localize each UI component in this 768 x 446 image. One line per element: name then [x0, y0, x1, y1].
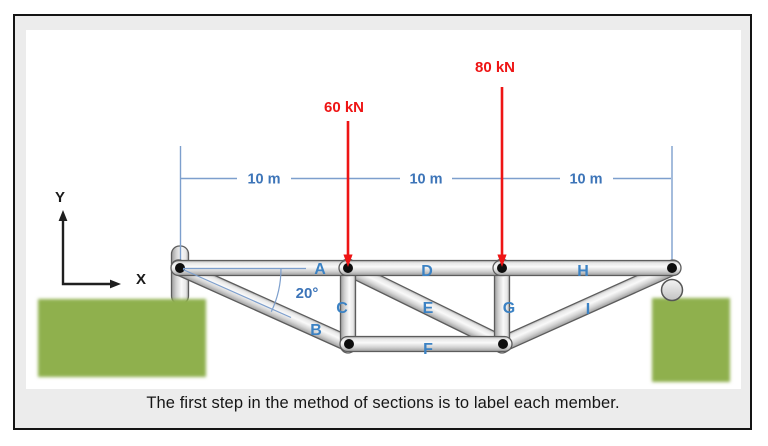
dimension-lines: [179, 146, 673, 263]
dimension-label-2: 10 m: [409, 172, 442, 188]
angle-arc: [270, 268, 282, 312]
member-label-D: D: [421, 263, 433, 280]
pin-joint-4: [667, 263, 677, 273]
member-F-bar: [339, 335, 513, 353]
figure-caption: The first step in the method of sections…: [146, 394, 620, 412]
member-label-F: F: [423, 341, 433, 358]
pin-joint-5: [344, 339, 354, 349]
member-label-G: G: [503, 300, 515, 317]
member-labels: A B C D E F G H I: [310, 261, 590, 358]
dimension-label-3: 10 m: [569, 172, 602, 188]
member-label-A: A: [314, 261, 326, 278]
pin-joint-2: [343, 263, 353, 273]
angle-label: 20°: [296, 285, 319, 302]
roller-support: [660, 278, 684, 302]
member-label-H: H: [577, 263, 589, 280]
arrowhead-60kN: [343, 254, 353, 267]
dimension-label-1: 10 m: [247, 172, 280, 188]
pin-joint-6: [498, 339, 508, 349]
member-H-bar: [492, 259, 682, 277]
pin-joint-3: [497, 263, 507, 273]
y-axis-arrowhead: [58, 210, 68, 221]
y-axis-label: Y: [55, 189, 65, 206]
angle-annotation: [182, 267, 306, 319]
arrowhead-80kN: [497, 254, 507, 267]
load-label-80kN: 80 kN: [475, 59, 515, 76]
angle-reference-diagonal: [182, 268, 292, 319]
load-80kN: 80 kN: [475, 59, 515, 267]
member-label-C: C: [336, 300, 348, 317]
load-label-60kN: 60 kN: [324, 99, 364, 116]
x-axis-arrowhead: [110, 279, 121, 289]
pin-joint-1: [175, 263, 185, 273]
member-label-B: B: [310, 322, 322, 339]
x-axis-label: X: [136, 271, 146, 288]
left-support-block: [38, 299, 206, 377]
load-60kN: 60 kN: [324, 99, 364, 267]
member-label-I: I: [586, 301, 590, 318]
coordinate-axes: Y X: [55, 189, 146, 289]
right-support-block: [652, 298, 730, 382]
joint-pins: [175, 263, 677, 349]
member-label-E: E: [423, 300, 434, 317]
